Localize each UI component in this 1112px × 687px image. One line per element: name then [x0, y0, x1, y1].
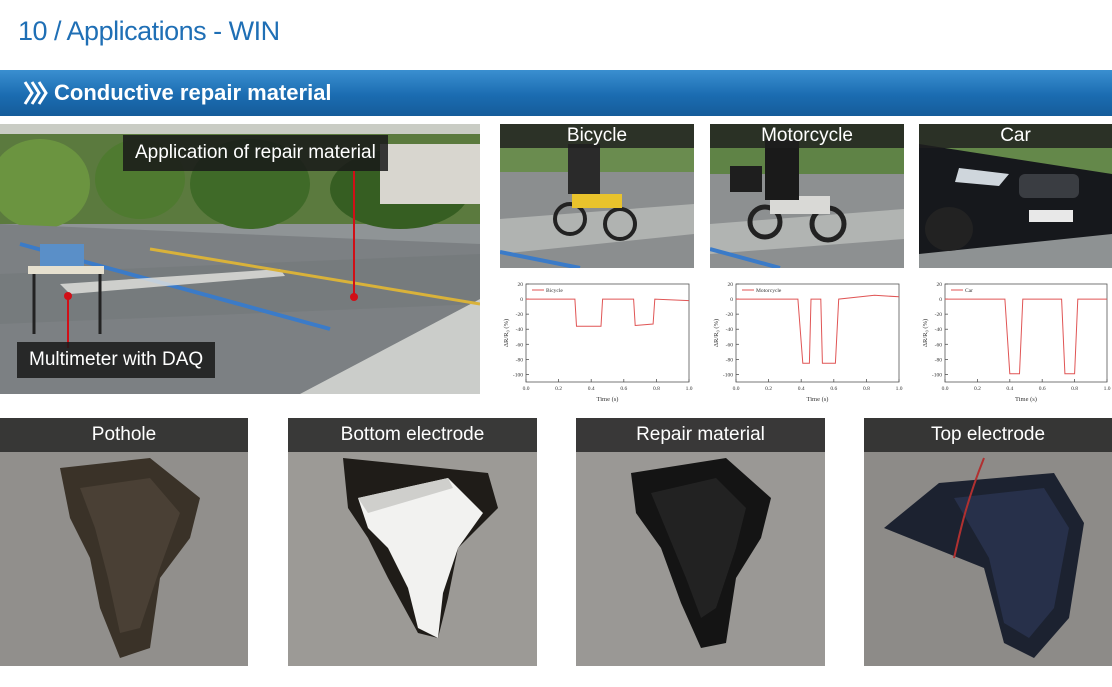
- marker-pin-icon: [64, 292, 72, 348]
- y-tick-label: -100: [932, 372, 942, 378]
- y-axis-label: ΔR/R₀ (%): [503, 319, 510, 347]
- y-tick-label: -60: [935, 342, 943, 348]
- legend-label: Bicycle: [546, 288, 563, 294]
- y-tick-label: 0: [730, 297, 733, 303]
- y-tick-label: -40: [516, 327, 524, 333]
- x-tick-label: 0.0: [523, 386, 530, 392]
- x-tick-label: 0.8: [1071, 386, 1078, 392]
- y-tick-label: -20: [516, 312, 524, 318]
- y-tick-label: -100: [513, 372, 523, 378]
- series-line: [736, 294, 900, 364]
- top-electrode-photo: Top electrode: [864, 418, 1112, 666]
- x-tick-label: 0.8: [863, 386, 870, 392]
- chart-motorcycle: 20 0 -20 -40 -60 -80 -100 0.0 0.2 0.4 0.6 0.8 1.0Tim…: [710, 278, 904, 406]
- y-axis-label: ΔR/R₀ (%): [713, 319, 720, 347]
- y-tick-label: -80: [726, 357, 734, 363]
- y-tick-label: 20: [728, 282, 734, 288]
- pothole-photo: Pothole: [0, 418, 248, 666]
- y-tick-label: -20: [726, 312, 734, 318]
- legend-label: Motorcycle: [756, 288, 782, 294]
- step-label-repair-material: Repair material: [576, 418, 825, 452]
- x-tick-label: 0.2: [555, 386, 562, 392]
- x-tick-label: 0.6: [830, 386, 837, 392]
- x-tick-label: 1.0: [896, 386, 903, 392]
- y-tick-label: 20: [937, 282, 943, 288]
- y-tick-label: -60: [516, 342, 524, 348]
- x-tick-label: 0.8: [653, 386, 660, 392]
- chevron-right-icon: [23, 81, 48, 105]
- x-tick-label: 1.0: [686, 386, 693, 392]
- motorcycle-photo: Motorcycle: [710, 124, 904, 268]
- y-tick-label: -20: [935, 312, 943, 318]
- x-tick-label: 0.6: [1039, 386, 1046, 392]
- x-tick-label: 0.2: [765, 386, 772, 392]
- vehicle-label-motorcycle: Motorcycle: [710, 124, 904, 148]
- x-tick-label: 0.4: [798, 386, 805, 392]
- vehicle-label-car: Car: [919, 124, 1112, 148]
- step-label-pothole: Pothole: [0, 418, 248, 452]
- y-tick-label: -80: [935, 357, 943, 363]
- repair-material-photo: Repair material: [576, 418, 825, 666]
- chart-car: 20 0 -20 -40 -60 -80 -100 0.0 0.2 0.4 0.6 0.8 1.0Tim…: [919, 278, 1112, 406]
- banner-title: Conductive repair material: [54, 80, 332, 105]
- car-photo: Car: [919, 124, 1112, 268]
- bottom-electrode-photo: Bottom electrode: [288, 418, 537, 666]
- series-line: [526, 298, 690, 327]
- y-tick-label: 20: [518, 282, 524, 288]
- x-tick-label: 0.4: [1006, 386, 1013, 392]
- y-tick-label: -80: [516, 357, 524, 363]
- application-label: Application of repair material: [123, 135, 388, 171]
- step-label-bottom-electrode: Bottom electrode: [288, 418, 537, 452]
- step-label-top-electrode: Top electrode: [864, 418, 1112, 452]
- y-tick-label: -40: [726, 327, 734, 333]
- x-axis-label: Time (s): [1015, 396, 1037, 403]
- page-title: 10 / Applications - WIN: [18, 16, 280, 46]
- vehicle-label-bicycle: Bicycle: [500, 124, 694, 148]
- section-banner: Conductive repair material: [0, 70, 1112, 116]
- plot-frame: [944, 283, 1108, 383]
- y-tick-label: -40: [935, 327, 943, 333]
- x-tick-label: 0.0: [733, 386, 740, 392]
- marker-pin-icon: [350, 171, 358, 301]
- y-tick-label: -60: [726, 342, 734, 348]
- y-axis-label: ΔR/R₀ (%): [922, 319, 929, 347]
- y-tick-label: 0: [939, 297, 942, 303]
- y-tick-label: -100: [723, 372, 733, 378]
- legend-label: Car: [965, 288, 973, 294]
- x-tick-label: 0.2: [974, 386, 981, 392]
- plot-frame: [525, 283, 690, 383]
- x-tick-label: 0.4: [588, 386, 595, 392]
- chart-bicycle: 20 0 -20 -40 -60 -80 -100 0.0 0.2 0.4 0.6 0.8 1.0Tim…: [500, 278, 694, 406]
- x-axis-label: Time (s): [807, 396, 829, 403]
- series-line: [945, 298, 1107, 375]
- x-tick-label: 1.0: [1104, 386, 1111, 392]
- bicycle-photo: Bicycle: [500, 124, 694, 268]
- y-tick-label: 0: [520, 297, 523, 303]
- plot-frame: [735, 283, 900, 383]
- street-photo: Application of repair material Multimete…: [0, 124, 480, 394]
- x-tick-label: 0.0: [942, 386, 949, 392]
- x-tick-label: 0.6: [620, 386, 627, 392]
- multimeter-label: Multimeter with DAQ: [17, 342, 216, 378]
- x-axis-label: Time (s): [597, 396, 619, 403]
